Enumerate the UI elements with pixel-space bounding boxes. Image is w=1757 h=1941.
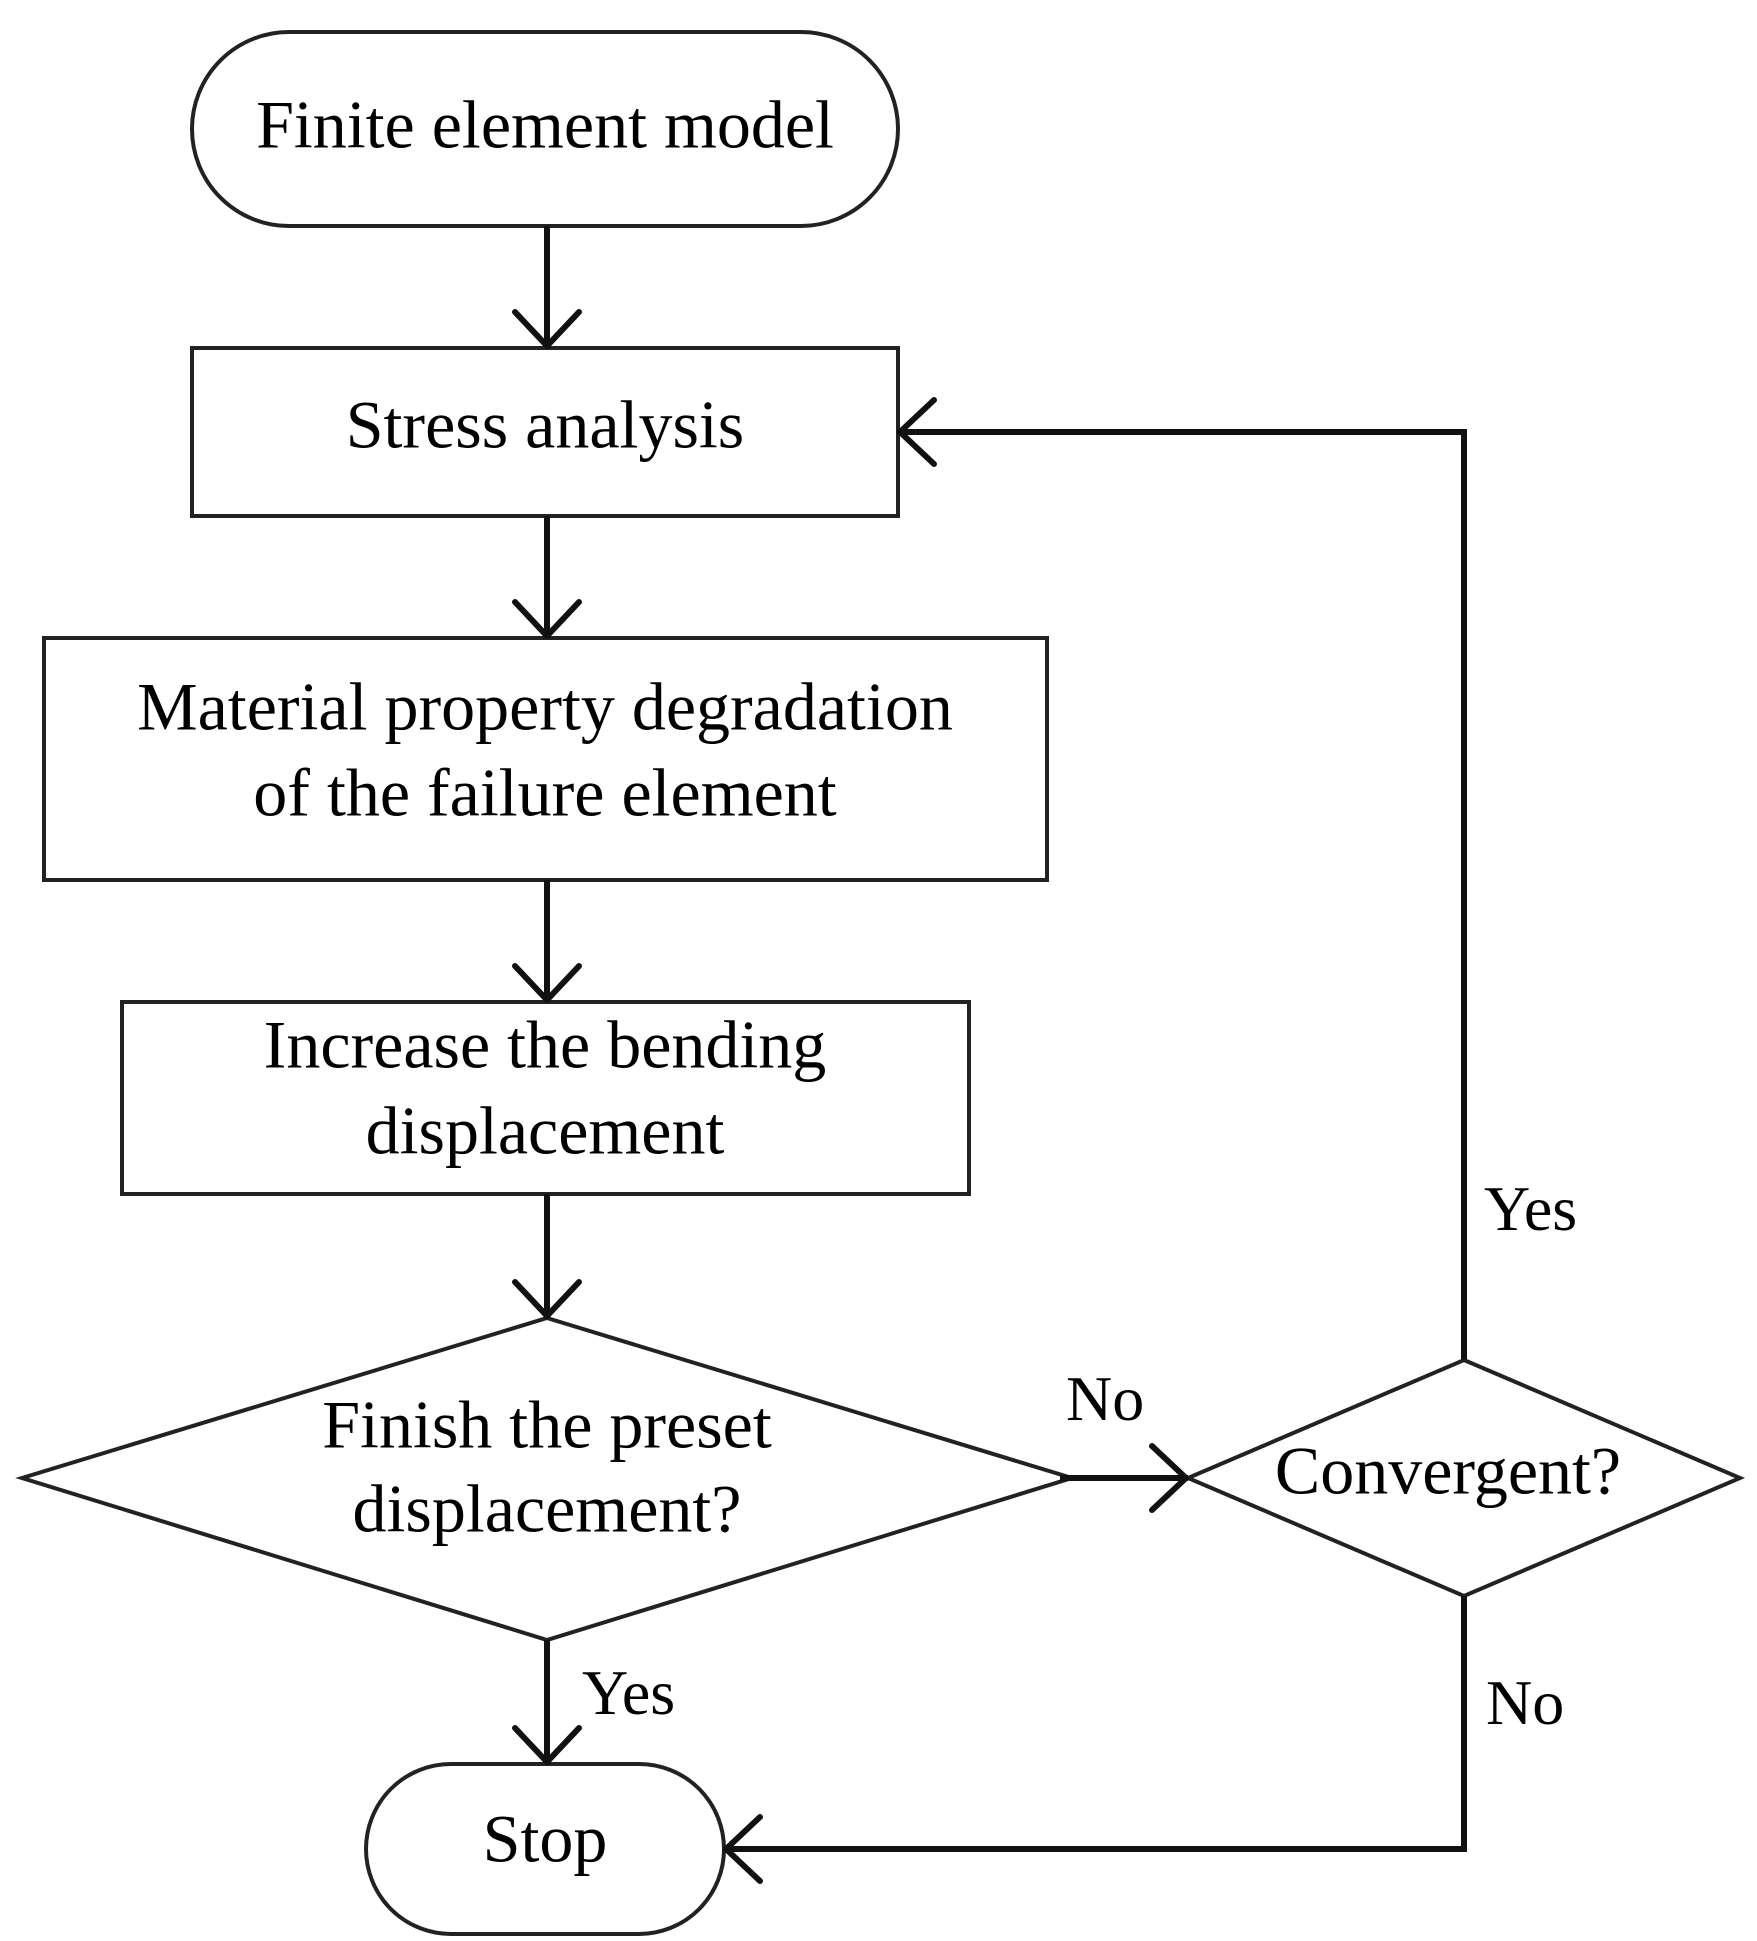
edge-label-convergent-to-stress: Yes [1484, 1173, 1577, 1244]
arrowhead-degradation [512, 599, 582, 639]
finish-check-label-line1: Finish the preset [322, 1387, 772, 1463]
arrowhead-finish-check [512, 1279, 582, 1319]
edge-label-finish-to-stop: Yes [582, 1657, 675, 1728]
increase-displacement-box [120, 1000, 971, 1196]
increase-label-line1: Increase the bending [264, 1007, 827, 1083]
arrowhead-stop-right [723, 1814, 763, 1884]
start-label: Finite element model [256, 87, 834, 163]
degradation-label-line1: Material property degradation [137, 669, 953, 745]
stress-analysis-label: Stress analysis [346, 387, 745, 463]
degradation-label-line2: of the failure element [253, 755, 836, 831]
finish-check-label-line2: displacement? [353, 1471, 742, 1547]
increase-label-line2: displacement [366, 1093, 725, 1169]
connector-convergent-to-stress [898, 429, 1467, 1360]
edge-label-finish-to-convergent: No [1066, 1363, 1144, 1434]
arrowhead-convergent [1149, 1443, 1189, 1513]
stress-analysis-box [190, 346, 900, 518]
arrowhead-stress-right [897, 397, 937, 467]
connector-convergent-to-stop [724, 1596, 1467, 1852]
arrowhead-increase [512, 963, 582, 1003]
convergent-check-label: Convergent? [1275, 1433, 1621, 1509]
stop-label: Stop [483, 1801, 608, 1877]
edge-label-convergent-to-stop: No [1486, 1667, 1564, 1738]
arrowhead-stop-top [512, 1725, 582, 1765]
arrowhead-stress [512, 309, 582, 349]
